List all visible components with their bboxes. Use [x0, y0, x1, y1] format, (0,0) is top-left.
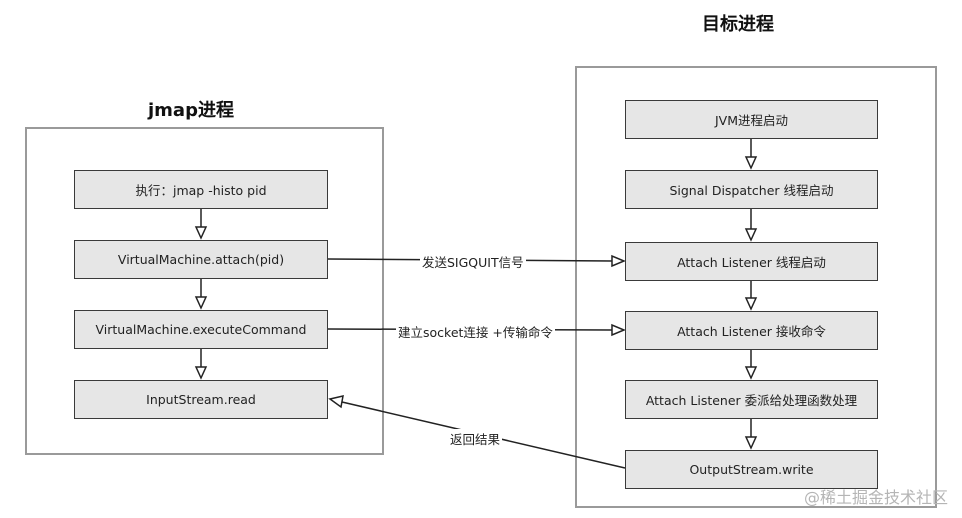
node-outputstream-write: OutputStream.write	[625, 450, 878, 489]
node-attach-listener-delegate: Attach Listener 委派给处理函数处理	[625, 380, 878, 419]
arrowhead-socket	[611, 323, 626, 337]
node-virtualmachine-executecommand: VirtualMachine.executeCommand	[74, 310, 328, 349]
node-signal-dispatcher-start: Signal Dispatcher 线程启动	[625, 170, 878, 209]
arrowhead-exec-to-attach	[194, 226, 208, 240]
node-inputstream-read: InputStream.read	[74, 380, 328, 419]
node-attach-listener-receive: Attach Listener 接收命令	[625, 311, 878, 350]
node-jvm-start: JVM进程启动	[625, 100, 878, 139]
edge-label-sigquit: 发送SIGQUIT信号	[420, 252, 526, 271]
arrowhead-signal-to-attach-listener	[744, 228, 758, 242]
jmap-process-title: jmap进程	[148, 100, 234, 121]
edge-label-result: 返回结果	[448, 429, 503, 448]
arrowhead-delegate-to-write	[744, 436, 758, 450]
arrowhead-result	[328, 395, 344, 409]
target-process-title: 目标进程	[702, 14, 774, 35]
arrowhead-jvm-to-signal	[744, 156, 758, 170]
target-process-container	[575, 66, 937, 508]
node-exec-jmap: 执行：jmap -histo pid	[74, 170, 328, 209]
arrowhead-execute-to-read	[194, 366, 208, 380]
arrowhead-receive-to-delegate	[744, 366, 758, 380]
arrowhead-sigquit	[611, 254, 626, 268]
node-virtualmachine-attach: VirtualMachine.attach(pid)	[74, 240, 328, 279]
edge-label-socket: 建立socket连接 +传输命令	[396, 322, 555, 341]
arrowhead-attach-to-execute	[194, 296, 208, 310]
arrowhead-listener-to-receive	[744, 297, 758, 311]
node-attach-listener-start: Attach Listener 线程启动	[625, 242, 878, 281]
watermark: @稀土掘金技术社区	[803, 488, 948, 507]
